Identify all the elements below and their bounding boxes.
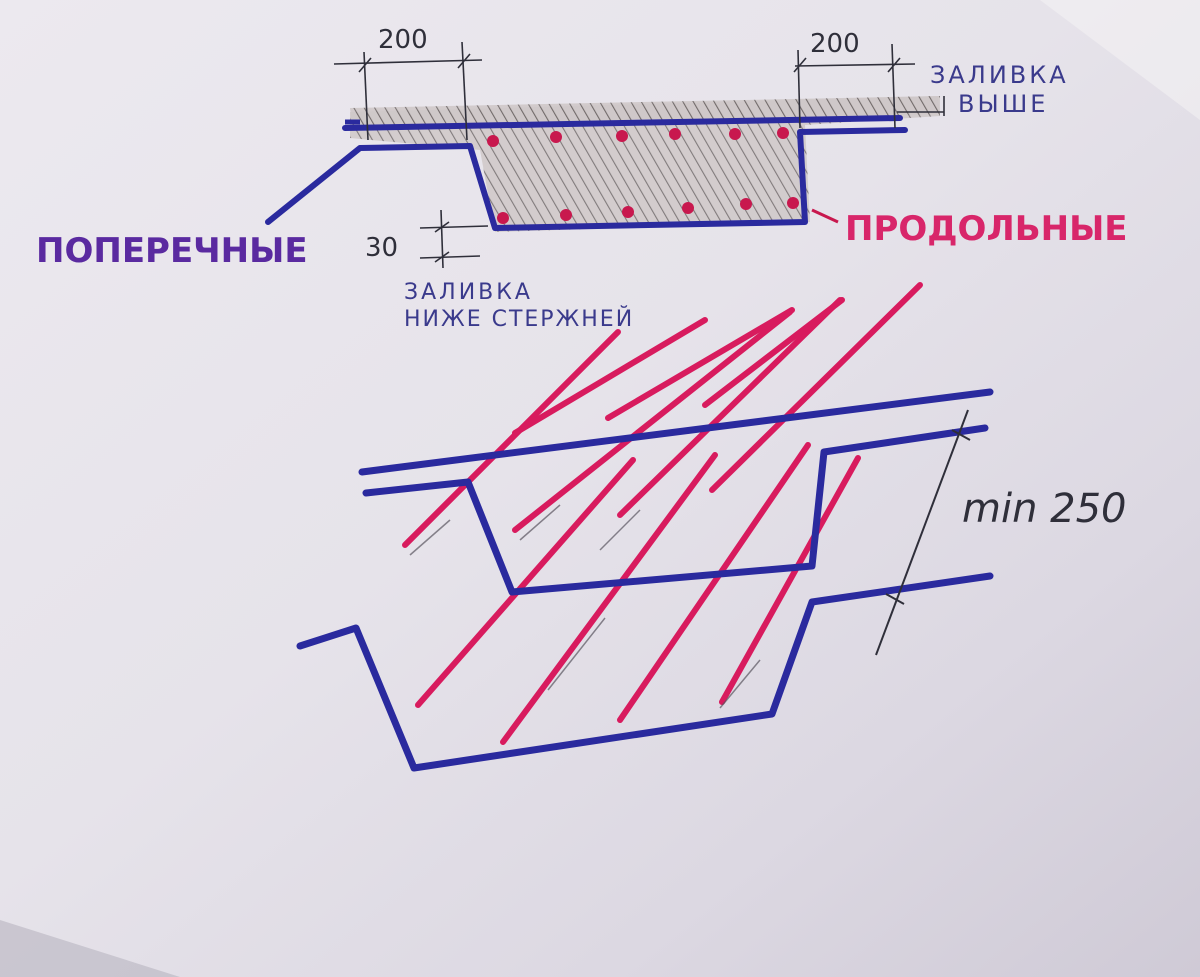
dim-left-200: 200 bbox=[378, 25, 428, 55]
dim-right-200: 200 bbox=[810, 29, 860, 59]
note-pour-above-line2: ВЫШЕ bbox=[958, 90, 1048, 118]
dim-min-250: min 250 bbox=[962, 486, 1127, 532]
dimension-lines bbox=[333, 41, 945, 269]
cross-section: 200 200 30 ЗАЛИВКА ВЫШЕ ЗАЛИВКА НИЖЕ СТЕ… bbox=[36, 25, 1128, 332]
transverse-bar-section bbox=[265, 127, 908, 231]
label-transverse-bars: ПОПЕРЕЧНЫЕ bbox=[36, 231, 308, 271]
label-longitudinal-bars: ПРОДОЛЬНЫЕ bbox=[845, 209, 1128, 249]
longitudinal-bars bbox=[402, 282, 923, 745]
perspective-view: min 250 bbox=[296, 282, 1127, 772]
note-pour-above-line1: ЗАЛИВКА bbox=[930, 61, 1069, 89]
note-pour-below-line1: ЗАЛИВКА bbox=[404, 280, 533, 305]
transverse-bars bbox=[296, 388, 994, 772]
dim-spacing-line bbox=[875, 409, 971, 656]
note-pour-below-line2: НИЖЕ СТЕРЖНЕЙ bbox=[404, 306, 634, 332]
dim-bottom-30: 30 bbox=[365, 233, 398, 263]
longitudinal-bar-dots bbox=[487, 127, 799, 224]
